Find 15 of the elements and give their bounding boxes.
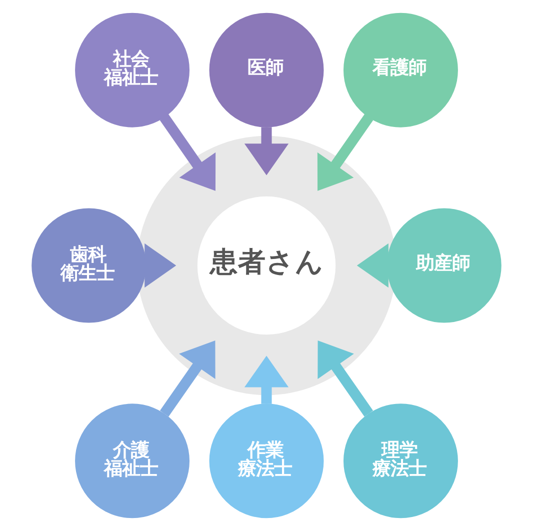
arrow (244, 127, 289, 176)
arrow (317, 114, 374, 191)
node-circle: 患者さん (136, 136, 396, 396)
node-circle: 社会福祉士 (75, 12, 190, 128)
node-circle: 助産師 (386, 208, 502, 323)
node-circle: 介護福祉士 (75, 404, 190, 518)
node-circle: 作業療法士 (209, 404, 324, 518)
node-circle: 医師 (209, 12, 324, 128)
arrow (160, 114, 216, 191)
node-circle: 理学療法士 (343, 404, 458, 518)
node-circle: 看護師 (343, 12, 458, 128)
node-circle: 歯科衛生士 (32, 208, 146, 323)
arrow (244, 356, 289, 404)
arrow (318, 340, 374, 417)
arrow (160, 340, 216, 417)
